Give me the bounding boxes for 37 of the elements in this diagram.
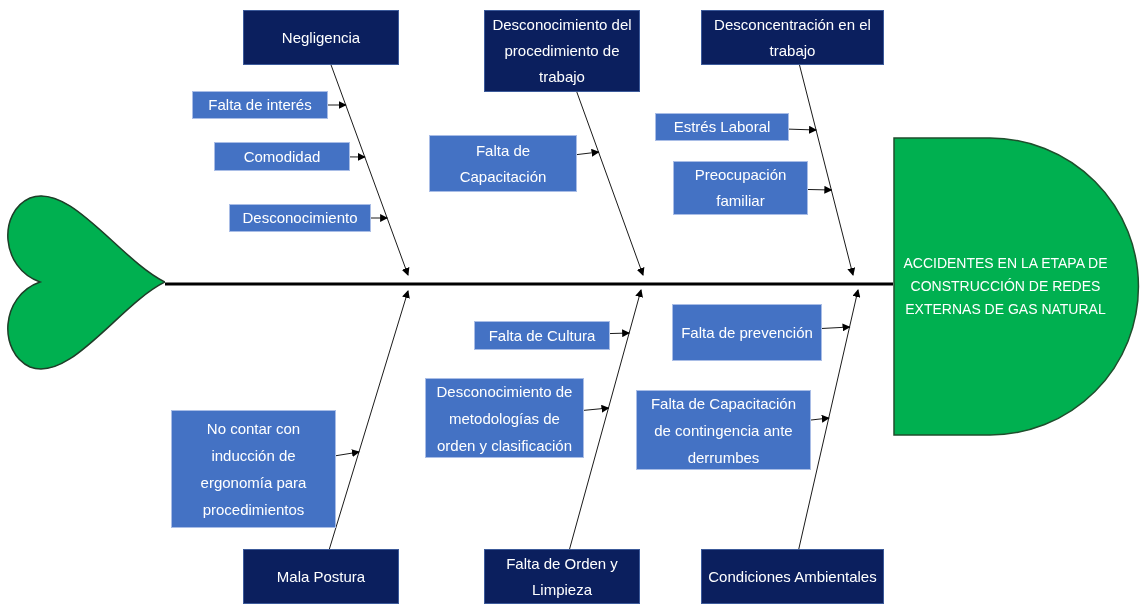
- sub-cause-box: [192, 91, 328, 119]
- effect-head: [893, 137, 1140, 436]
- sub-cause-box: [425, 378, 584, 458]
- sub-cause-box: [214, 142, 350, 171]
- cause-label: Desconocimiento: [242, 208, 358, 228]
- cause-label: Desconocimiento del procedimiento de trabajo: [491, 15, 633, 87]
- cause-label: Comodidad: [243, 146, 321, 167]
- cause-label: Falta de Cultura: [488, 325, 596, 346]
- cause-label: Falta de Capacitación de contingencia ante derrumbes: [649, 393, 798, 468]
- sub-cause-box: [229, 204, 371, 232]
- spine-line: [165, 282, 893, 286]
- cause-label: No contar con inducción de ergonomía para procedimientos: [199, 419, 308, 520]
- sub-cause-box: [171, 410, 336, 528]
- cause-label: Mala Postura: [276, 566, 366, 587]
- sub-cause-box: [673, 161, 808, 215]
- sub-cause-box: [474, 321, 610, 350]
- cause-label: Desconcentración en el trabajo: [713, 14, 872, 61]
- cause-box: [484, 10, 640, 92]
- cause-box: [701, 549, 884, 604]
- cause-label: Negligencia: [281, 27, 361, 48]
- effect-text: ACCIDENTES EN LA ETAPA DE CONSTRUCCIÓN DE REDES EXTERNAS DE GAS NATURAL: [903, 254, 1108, 319]
- cause-label: Preocupación familiar: [693, 165, 788, 211]
- cause-box: [484, 549, 640, 604]
- cause-label: Falta de Capacitación: [458, 140, 548, 187]
- cause-label: Estrés Laboral: [673, 117, 771, 137]
- cause-box: [243, 10, 399, 65]
- sub-cause-box: [636, 390, 811, 470]
- cause-label: Condiciones Ambientales: [708, 566, 877, 587]
- cause-label: Falta de prevención: [681, 322, 813, 343]
- sub-cause-box: [429, 135, 577, 192]
- sub-cause-box: [655, 113, 789, 141]
- cause-label: Falta de interés: [208, 95, 312, 115]
- cause-box: [243, 549, 399, 604]
- cause-label: Desconocimiento de metodologías de orden y clasificación: [435, 381, 574, 456]
- cause-label: Falta de Orden y Limpieza: [505, 553, 619, 600]
- sub-cause-box: [672, 304, 822, 361]
- cause-box: [701, 10, 884, 65]
